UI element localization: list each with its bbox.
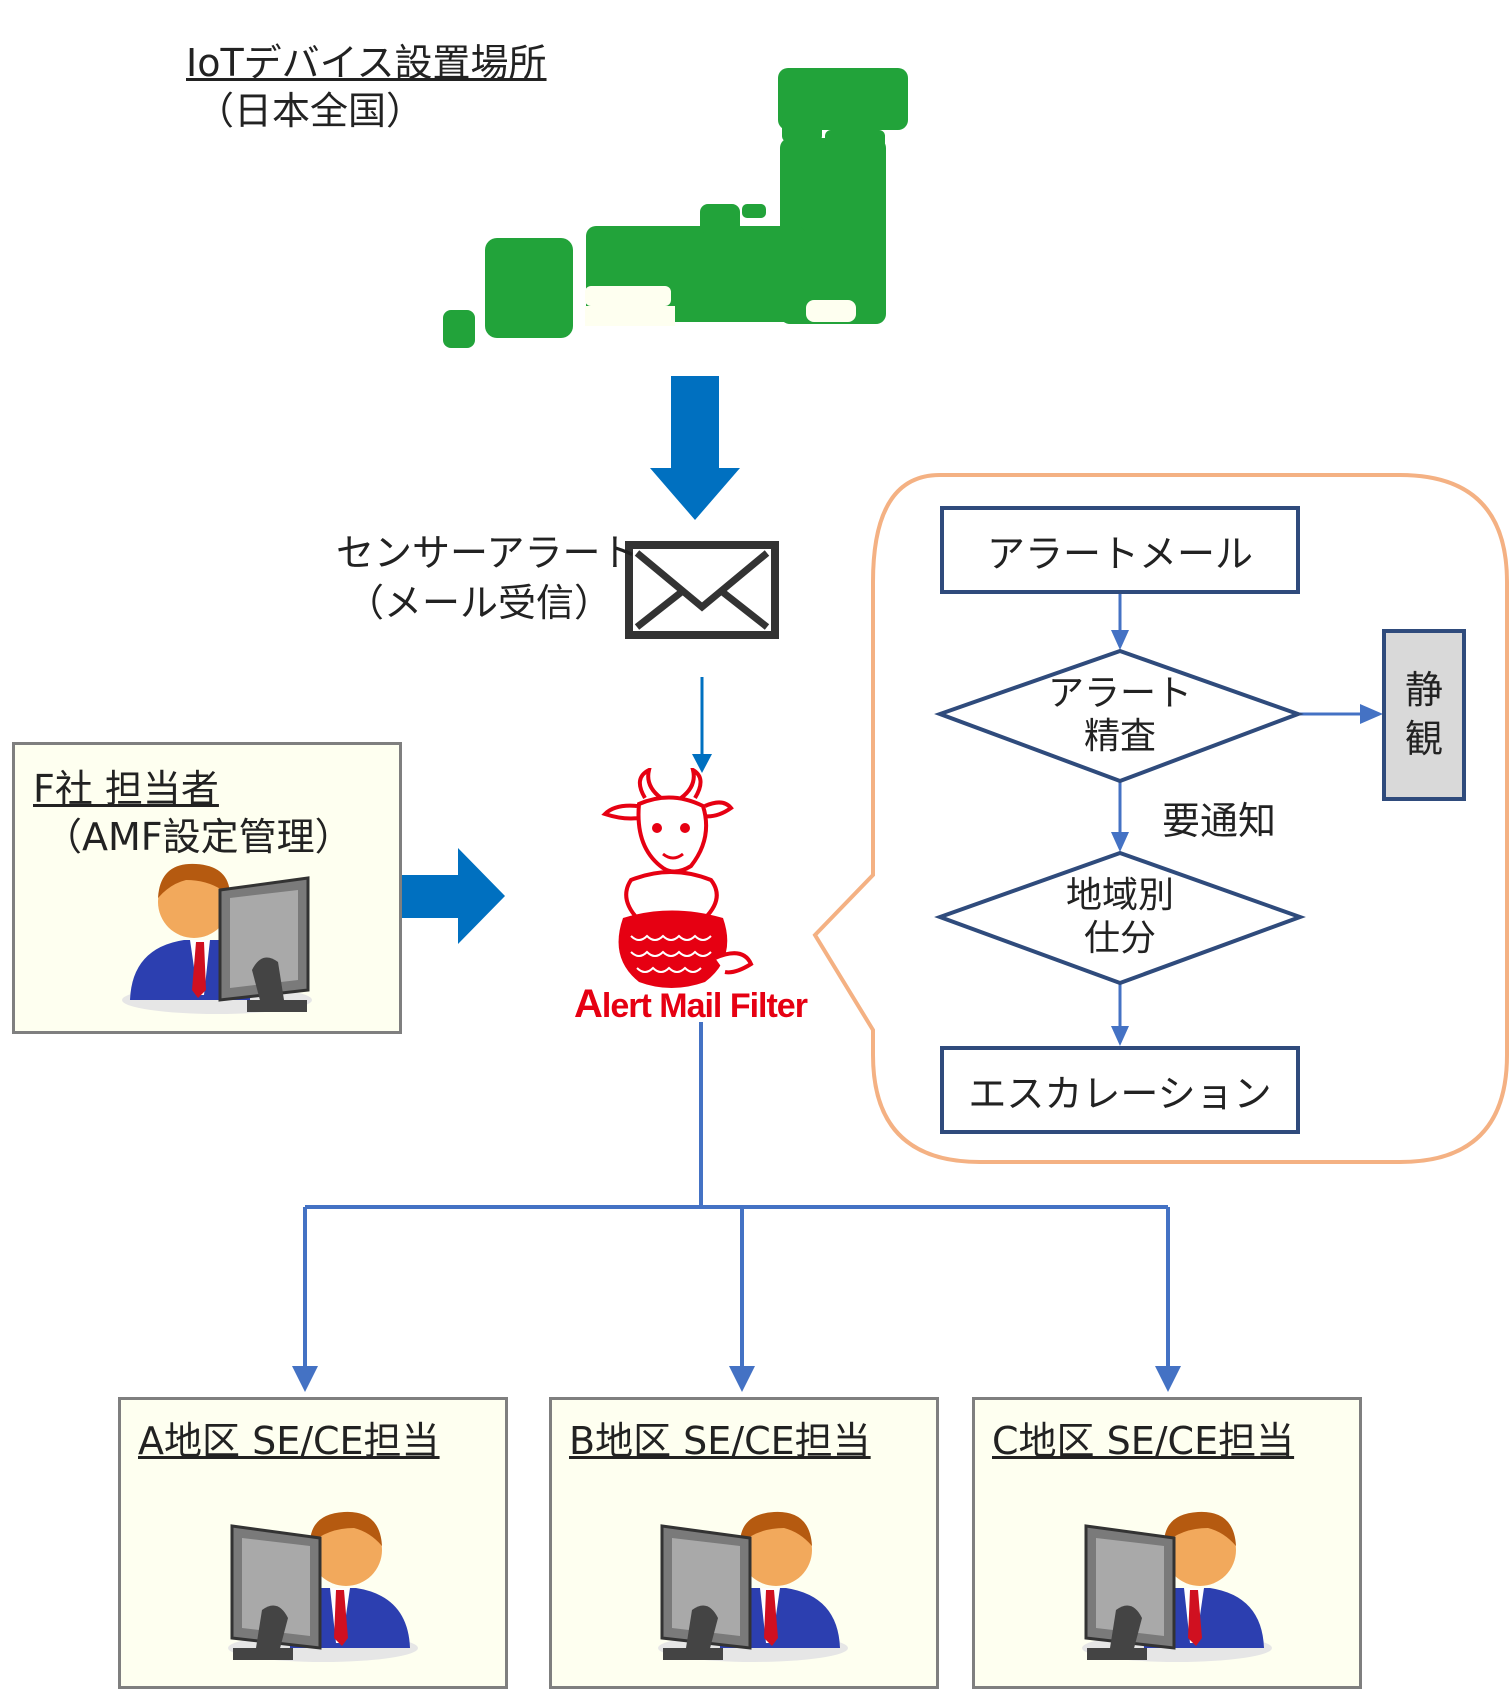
region-sort-diamond <box>934 850 1306 986</box>
distribution-connectors <box>303 1022 1170 1370</box>
sensor-alert-label: センサーアラート <box>336 531 639 575</box>
region-b-person-icon <box>648 1498 858 1672</box>
alert-mail-filter-logo <box>575 765 835 1032</box>
flow-ignore: 静 観 <box>1382 629 1466 801</box>
envelope-icon <box>625 541 779 639</box>
flow-escalation: エスカレーション <box>940 1046 1300 1134</box>
flow-connectors <box>1118 592 1365 1030</box>
iot-box-subtitle: （日本全国） <box>196 89 425 133</box>
arrowhead-icon <box>692 754 712 773</box>
region-c-person-icon <box>1072 1498 1282 1672</box>
japan-map-gaps <box>585 286 856 326</box>
operator-box-subtitle: （AMF設定管理） <box>44 815 353 859</box>
arrowhead-icon <box>1111 630 1129 650</box>
flow-alert-mail: アラートメール <box>940 506 1300 594</box>
arrowhead-icon <box>1111 832 1129 852</box>
arrowhead-icon <box>1155 1366 1181 1392</box>
logo-text: lert Mail Filter <box>601 987 808 1025</box>
right-arrow-icon <box>360 848 505 944</box>
arrowhead-icon <box>1111 1026 1129 1046</box>
region-c-title: C地区 SE/CE担当 <box>992 1419 1295 1463</box>
down-arrow-icon <box>650 376 740 520</box>
iot-box-title: IoTデバイス設置場所 <box>186 41 547 85</box>
callout-bubble <box>812 473 1509 1164</box>
japan-map <box>443 68 908 348</box>
sensor-alert-sublabel: （メール受信） <box>346 581 613 625</box>
flow-needs-notify: 要通知 <box>1162 799 1277 843</box>
alert-mail-filter-wordmark: Alert Mail Filter <box>574 982 808 1027</box>
region-a-person-icon <box>218 1498 428 1672</box>
region-b-title: B地区 SE/CE担当 <box>569 1419 871 1463</box>
operator-person-icon <box>112 850 322 1024</box>
region-a-title: A地区 SE/CE担当 <box>138 1419 440 1463</box>
flow-alert-check-label: アラート 精査 <box>1047 673 1192 758</box>
flow-region-sort-label: 地域別 仕分 <box>1065 875 1174 960</box>
arrowhead-icon <box>1360 704 1383 724</box>
arrowhead-icon <box>729 1366 755 1392</box>
alert-check-diamond <box>934 648 1304 784</box>
arrowhead-icon <box>292 1366 318 1392</box>
operator-box-title: F社 担当者 <box>33 767 219 811</box>
logo-first-letter: A <box>574 982 603 1026</box>
